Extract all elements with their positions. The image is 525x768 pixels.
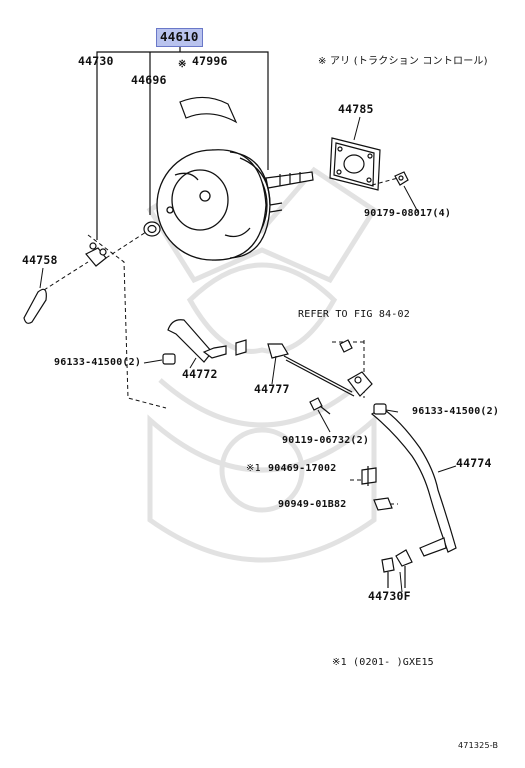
part-number-90949[interactable]: 90949-01B82 (278, 499, 347, 510)
part-number-90179[interactable]: 90179-08017(4) (364, 208, 452, 219)
part-number-44758[interactable]: 44758 (22, 253, 58, 267)
part-44696-grommet[interactable] (143, 221, 161, 237)
part-96133-clip-right[interactable] (373, 403, 387, 415)
part-number-96133-left[interactable]: 96133-41500(2) (54, 357, 142, 368)
leader-lines (39, 116, 457, 593)
part-44730-check-valve[interactable] (85, 242, 107, 267)
part-number-44785[interactable]: 44785 (338, 102, 374, 116)
part-number-44774[interactable]: 44774 (456, 456, 492, 470)
figure-code: 471325-B (458, 741, 499, 750)
part-number-90119[interactable]: 90119-06732(2) (282, 435, 370, 446)
refer-fig-bolt[interactable] (339, 339, 353, 353)
part-90179-nut[interactable] (394, 171, 409, 186)
replacement-mark: ※ (178, 59, 187, 70)
part-number-44772[interactable]: 44772 (182, 367, 218, 381)
part-44774-hose[interactable] (370, 407, 457, 557)
traction-control-note: ※ アリ (トラクション コントロール) (318, 56, 488, 67)
watermark-logo (146, 166, 378, 563)
part-44772-hose[interactable] (167, 319, 227, 363)
part-96133-clip-left[interactable] (162, 353, 176, 365)
brake-booster-body[interactable] (156, 149, 271, 261)
part-number-44777[interactable]: 44777 (254, 382, 290, 396)
footnote-mark-1: ※1 (246, 463, 261, 474)
part-90469-clip[interactable] (361, 466, 377, 486)
booster-push-rod (265, 171, 314, 213)
part-number-96133-right[interactable]: 96133-41500(2) (412, 406, 500, 417)
part-90119-bolt[interactable] (309, 397, 331, 415)
part-47996-strip[interactable] (179, 96, 238, 124)
part-number-44730f[interactable]: 44730F (368, 589, 411, 603)
part-number-44610[interactable]: 44610 (156, 28, 203, 47)
reference-dashed-lines (87, 234, 398, 505)
part-number-90469[interactable]: 90469-17002 (268, 463, 337, 474)
refer-fig-note: REFER TO FIG 84-02 (298, 309, 410, 320)
part-number-47996[interactable]: 47996 (192, 54, 228, 68)
part-44777-pipe[interactable] (235, 339, 373, 397)
part-90949-clamp[interactable] (373, 497, 393, 511)
part-number-44730[interactable]: 44730 (78, 54, 114, 68)
applicability-footnote: ※1 (0201- )GXE15 (332, 657, 434, 668)
part-44730f-check-valve[interactable] (381, 549, 413, 588)
part-44758-hose[interactable] (23, 288, 47, 324)
part-44785-gasket[interactable] (329, 137, 381, 191)
part-number-44696[interactable]: 44696 (131, 73, 167, 87)
assembly-bracket-44610 (96, 44, 269, 240)
